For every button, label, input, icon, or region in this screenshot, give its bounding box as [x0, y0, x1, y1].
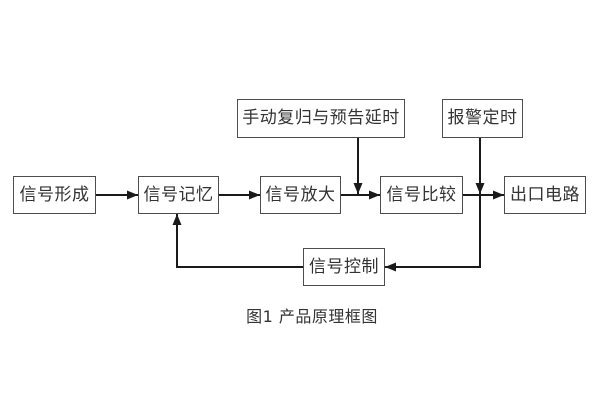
box-signal-amplification: 信号放大 [260, 176, 341, 214]
box-signal-comparison: 信号比较 [380, 176, 463, 214]
box-outlet-circuit: 出口电路 [504, 176, 586, 214]
figure-caption: 图1 产品原理框图 [246, 307, 378, 326]
box-alarm-timing: 报警定时 [442, 99, 523, 138]
box-signal-control: 信号控制 [303, 248, 385, 286]
box-signal-formation: 信号形成 [13, 176, 96, 214]
arrow-into-signal-control [385, 194, 481, 272]
arrow-control-feedback-to-memory [172, 214, 303, 268]
box-manual-reset-delay: 手动复归与预告延时 [237, 99, 405, 138]
box-signal-memory: 信号记忆 [138, 176, 219, 214]
